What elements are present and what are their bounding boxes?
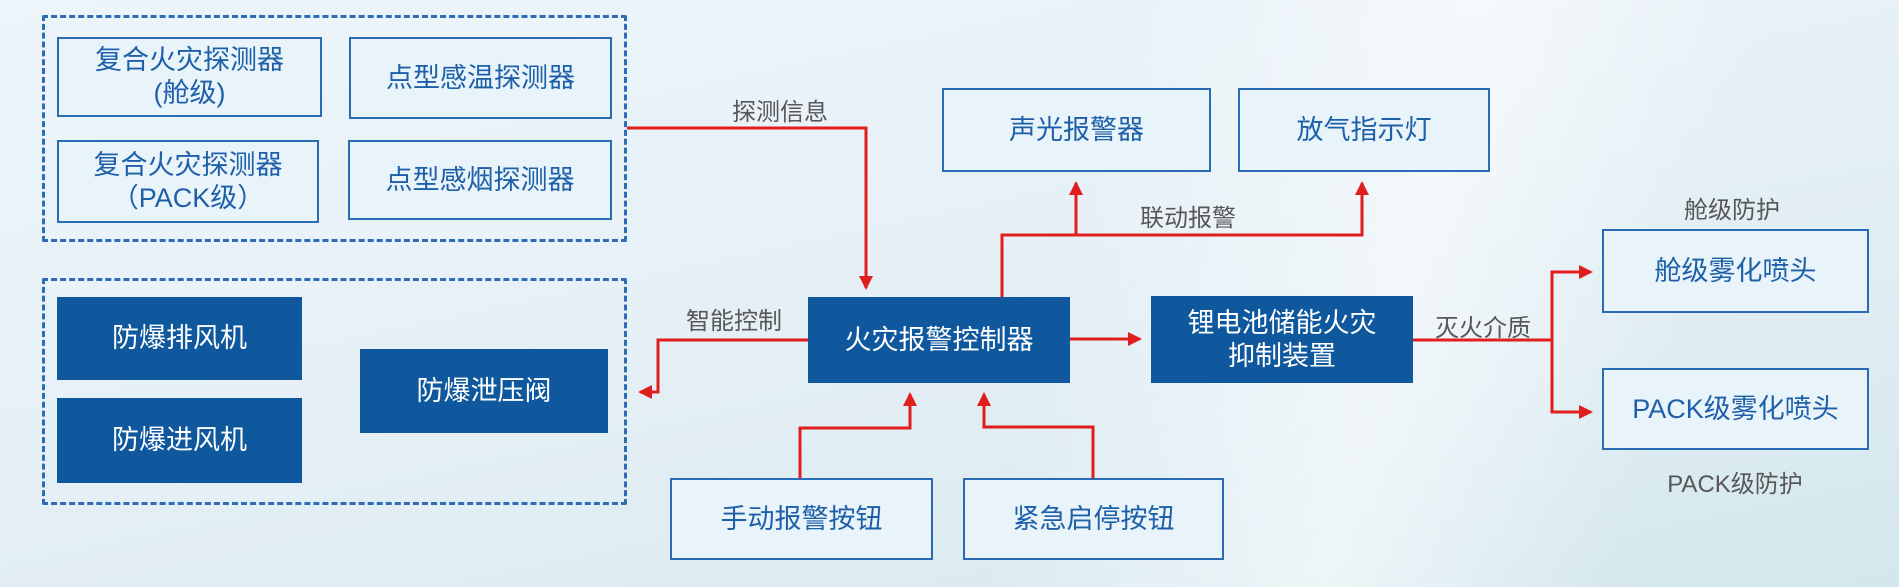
node-explosionproof-intake-fan: 防爆进风机 xyxy=(57,398,302,483)
node-label: 点型感温探测器 xyxy=(386,62,575,93)
edge-label-detection-info: 探测信息 xyxy=(732,99,828,126)
connector-emergency-button xyxy=(977,392,1095,478)
node-label: 火灾报警控制器 xyxy=(844,324,1034,355)
node-label: 防爆进风机 xyxy=(112,425,247,456)
node-label: 声光报警器 xyxy=(1009,114,1144,145)
node-label: 手动报警按钮 xyxy=(720,503,883,534)
connector-smart-control xyxy=(638,338,808,399)
node-point-heat-detector: 点型感温探测器 xyxy=(349,37,612,119)
node-pack-atomizing-nozzle: PACK级雾化喷头 xyxy=(1602,368,1869,450)
node-explosionproof-exhaust-fan: 防爆排风机 xyxy=(57,297,302,380)
node-label: 点型感烟探测器 xyxy=(385,164,575,195)
detector-group-frame xyxy=(42,15,627,242)
node-label: 紧急启停按钮 xyxy=(1012,503,1175,534)
node-label: 复合火灾探测器 （PACK级） xyxy=(93,149,283,213)
node-label: 锂电池储能火灾 抑制装置 xyxy=(1187,307,1377,371)
node-label: 舱级雾化喷头 xyxy=(1654,255,1817,286)
node-label: 复合火灾探测器 (舱级) xyxy=(95,45,284,108)
node-label: PACK级雾化喷头 xyxy=(1632,393,1839,424)
node-explosionproof-pressure-relief-valve: 防爆泄压阀 xyxy=(360,349,608,433)
edge-label-smart-control: 智能控制 xyxy=(686,308,782,335)
node-fire-alarm-controller: 火灾报警控制器 xyxy=(808,297,1070,383)
node-gas-release-indicator: 放气指示灯 xyxy=(1238,88,1490,172)
edge-label-linkage-alarm: 联动报警 xyxy=(1140,205,1236,232)
connector-detection-info xyxy=(627,126,873,290)
node-label: 防爆排风机 xyxy=(112,323,247,354)
node-composite-detector-pack: 复合火灾探测器 （PACK级） xyxy=(57,140,319,223)
ventilation-group-frame xyxy=(42,278,627,505)
node-point-smoke-detector: 点型感烟探测器 xyxy=(348,140,612,220)
node-emergency-startstop-button: 紧急启停按钮 xyxy=(963,478,1224,560)
node-label: 放气指示灯 xyxy=(1296,114,1432,145)
node-label: 防爆泄压阀 xyxy=(416,375,552,406)
node-composite-detector-cabin: 复合火灾探测器 (舱级) xyxy=(57,37,322,117)
node-sound-light-alarm: 声光报警器 xyxy=(942,88,1211,172)
node-manual-alarm-button: 手动报警按钮 xyxy=(670,478,933,560)
node-cabin-atomizing-nozzle: 舱级雾化喷头 xyxy=(1602,229,1869,313)
node-suppression-device: 锂电池储能火灾 抑制装置 xyxy=(1151,296,1413,383)
connector-manual-button xyxy=(798,392,917,478)
edge-label-pack-protection: PACK级防护 xyxy=(1667,471,1803,498)
edge-label-extinguishing-medium: 灭火介质 xyxy=(1435,315,1531,342)
connector-medium-to-pack-nozzle xyxy=(1550,340,1593,419)
edge-label-cabin-protection: 舱级防护 xyxy=(1684,197,1780,224)
